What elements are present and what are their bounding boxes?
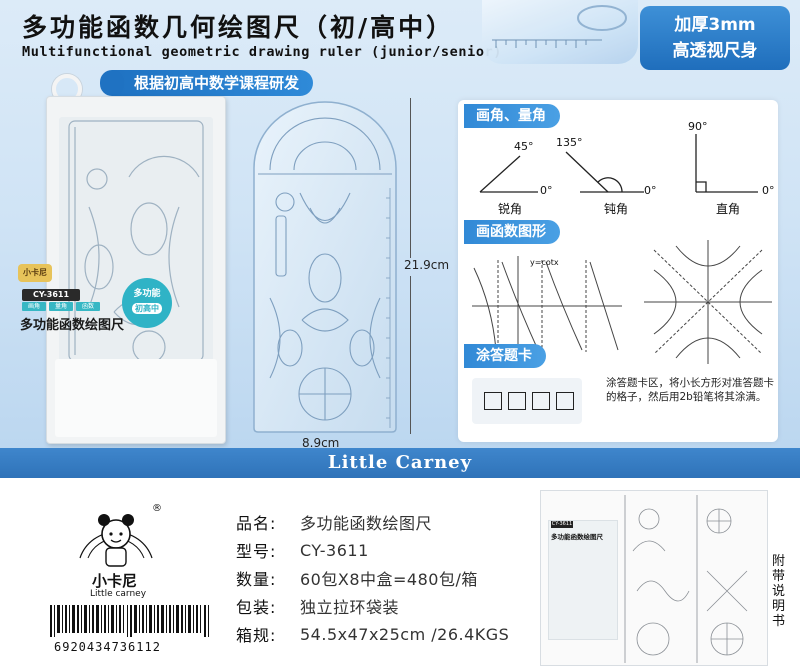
bag-label-card [55,359,217,437]
spec-key: 数量: [236,570,277,589]
answer-box [556,392,574,410]
spec-row: 品名: 多功能函数绘图尺 [236,508,509,536]
spec-row: 数量: 60包X8中盒=480包/箱 [236,564,509,592]
zero-degree-label: 0° [644,184,657,197]
angle-90-label: 90° [688,120,708,133]
zero-degree-label: 0° [762,184,775,197]
manual-included-label: 附带说明书 [772,554,786,629]
cotx-label: y=cotx [530,258,559,267]
badge-line-2: 高透视尺身 [672,41,758,61]
height-dimension-line [410,276,411,434]
bag-stamp-line2: 初高中 [132,303,162,314]
width-dimension: 8.9cm [302,436,340,450]
spec-row: 包装: 独立拉环袋装 [236,592,509,620]
spec-value: CY-3611 [300,540,369,560]
spec-value: 独立拉环袋装 [300,598,400,617]
answer-box [484,392,502,410]
angle-135-label: 135° [556,136,583,149]
spec-key: 箱规: [236,626,277,645]
answer-card-instructions: 涂答题卡区，将小长方形对准答题卡的格子，然后用2b铅笔将其涂满。 [606,377,774,403]
barcode [50,605,209,637]
height-dimension: 21.9cm [404,258,450,272]
manual-package-title: 多功能函数绘图尺 [551,533,603,541]
answer-box [532,392,550,410]
clear-ruler-image [250,98,400,434]
packaged-ruler-bag [46,96,226,444]
section-tag-angles: 画角、量角 [464,104,560,128]
bag-logo: 小卡尼 [18,264,52,282]
angle-45-label: 45° [514,140,534,153]
spec-key: 包装: [236,598,277,617]
spec-key: 品名: [236,514,277,533]
research-banner: 根据初高中数学课程研发 [99,70,314,96]
right-angle-label: 直角 [716,202,741,216]
height-dimension-line [410,98,411,258]
spec-list: 品名: 多功能函数绘图尺 型号: CY-3611 数量: 60包X8中盒=480… [236,508,509,648]
brand-logo-mascot [66,498,166,570]
brand-name-en: Little carney [90,589,147,599]
bag-model: CY-3611 [22,289,80,301]
ruler-closeup-image [482,0,638,64]
acute-angle-label: 锐角 [498,202,523,216]
spec-row: 箱规: 54.5x47x25cm /26.4KGS [236,620,509,648]
product-title-cn: 多功能函数几何绘图尺（初/高中） [22,13,455,42]
bag-chip: 量角 [49,302,73,311]
brand-strip: Little Carney [0,448,800,478]
section-tag-functions: 画函数图形 [464,220,560,244]
badge-line-1: 加厚3mm [674,15,756,35]
spec-row: 型号: CY-3611 [236,536,509,564]
bag-stamp: 多功能 初高中 [122,278,172,328]
registered-mark: ® [152,503,162,514]
spec-value: 60包X8中盒=480包/箱 [300,570,478,589]
brand-name-cn: 小卡尼 [92,572,138,590]
answer-card-window [472,378,582,424]
bag-chip: 函数 [76,302,100,311]
section-tag-answer-card: 涂答题卡 [464,344,546,368]
spec-value: 多功能函数绘图尺 [300,514,433,533]
product-title-en: Multifunctional geometric drawing ruler … [22,44,503,60]
bag-stamp-line1: 多功能 [133,289,161,299]
spec-key: 型号: [236,542,277,561]
manual-package-image [548,520,618,640]
obtuse-angle-label: 钝角 [604,202,629,216]
bag-chip: 画角 [22,302,46,311]
zero-degree-label: 0° [540,184,553,197]
bag-ruler-image [59,117,213,365]
manual-package-model: CY-3611 [551,521,573,528]
spec-value: 54.5x47x25cm /26.4KGS [300,624,510,644]
barcode-number: 6920434736112 [54,640,161,654]
bag-title: 多功能函数绘图尺 [20,318,125,333]
answer-box [508,392,526,410]
thickness-badge: 加厚3mm 高透视尺身 [640,6,790,70]
bag-chips: 画角 量角 函数 [22,302,100,311]
